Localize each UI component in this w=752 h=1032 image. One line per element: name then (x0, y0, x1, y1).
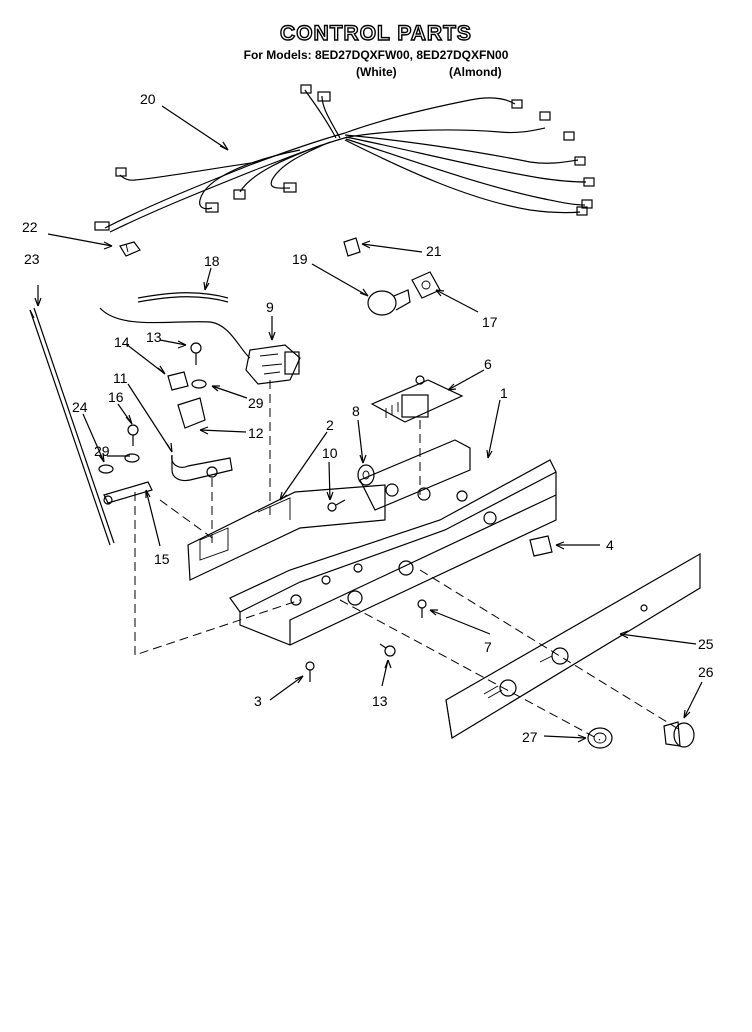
callout-19: 19 (292, 251, 308, 267)
callout-27: 27 (522, 729, 538, 745)
diagram-title: CONTROL PARTS (279, 21, 472, 45)
circuit-board-part-6 (370, 375, 464, 423)
washer-part-24 (98, 464, 114, 474)
screw-part-3 (305, 661, 315, 682)
knob-part-27 (587, 727, 613, 749)
callout-15: 15 (154, 551, 170, 567)
color-white-label: (White) (356, 65, 397, 79)
callout-7: 7 (484, 639, 492, 655)
callout-2: 2 (326, 417, 334, 433)
color-almond-label: (Almond) (449, 65, 502, 79)
callout-3: 3 (254, 693, 262, 709)
callout-18: 18 (204, 253, 220, 269)
bulb-socket-part-17 (411, 271, 441, 299)
callout-29-upper: 29 (248, 395, 264, 411)
callout-labels: 20 22 23 18 19 21 17 9 13 14 11 29 12 16… (22, 91, 714, 745)
lever-part-15 (103, 481, 153, 505)
control-shaft-part-11 (171, 397, 233, 482)
callout-26: 26 (698, 664, 714, 680)
screw-part-10 (327, 499, 346, 512)
grommet-part-8 (357, 464, 375, 486)
model-numbers: For Models: 8ED27DQXFW00, 8ED27DQXFN00 (243, 48, 509, 62)
callout-8: 8 (352, 403, 360, 419)
wire-harness-part-20 (94, 84, 595, 233)
callout-13-lower: 13 (372, 693, 388, 709)
callout-29-lower: 29 (94, 443, 110, 459)
callout-10: 10 (322, 445, 338, 461)
callout-25: 25 (698, 636, 714, 652)
callout-12: 12 (248, 425, 264, 441)
clip-part-4 (529, 535, 553, 557)
callout-22: 22 (22, 219, 38, 235)
control-housing-part-1 (229, 439, 557, 646)
screw-part-13-upper (190, 342, 202, 365)
bracket-part-2 (187, 484, 386, 581)
callout-16: 16 (108, 389, 124, 405)
knob-part-26 (663, 721, 695, 748)
leader-lines (34, 105, 703, 743)
callout-20: 20 (140, 91, 156, 107)
clip-part-22 (119, 241, 141, 257)
callout-13-upper: 13 (146, 329, 162, 345)
callout-17: 17 (482, 314, 498, 330)
callout-6: 6 (484, 356, 492, 372)
callout-1: 1 (500, 385, 508, 401)
callout-14: 14 (114, 334, 130, 350)
washer-part-29-lower (124, 453, 140, 463)
washer-part-29-upper (191, 379, 207, 389)
callout-24: 24 (72, 399, 88, 415)
clip-part-21 (343, 237, 361, 257)
rod-part-23 (29, 307, 115, 546)
tube-part-18 (137, 292, 229, 303)
light-bulb-part-19 (367, 289, 411, 316)
screw-part-13-lower (379, 643, 396, 657)
screw-part-7 (417, 599, 427, 618)
control-panel-part-25 (445, 552, 701, 739)
callout-23: 23 (24, 251, 40, 267)
callout-4: 4 (606, 537, 614, 553)
bracket-part-14 (167, 371, 189, 391)
callout-9: 9 (266, 299, 274, 315)
thermostat-part-9 (99, 307, 301, 385)
assembly-dashed-lines (134, 380, 681, 741)
screw-part-16 (127, 424, 139, 446)
callout-11: 11 (113, 370, 128, 386)
callout-21: 21 (426, 243, 442, 259)
